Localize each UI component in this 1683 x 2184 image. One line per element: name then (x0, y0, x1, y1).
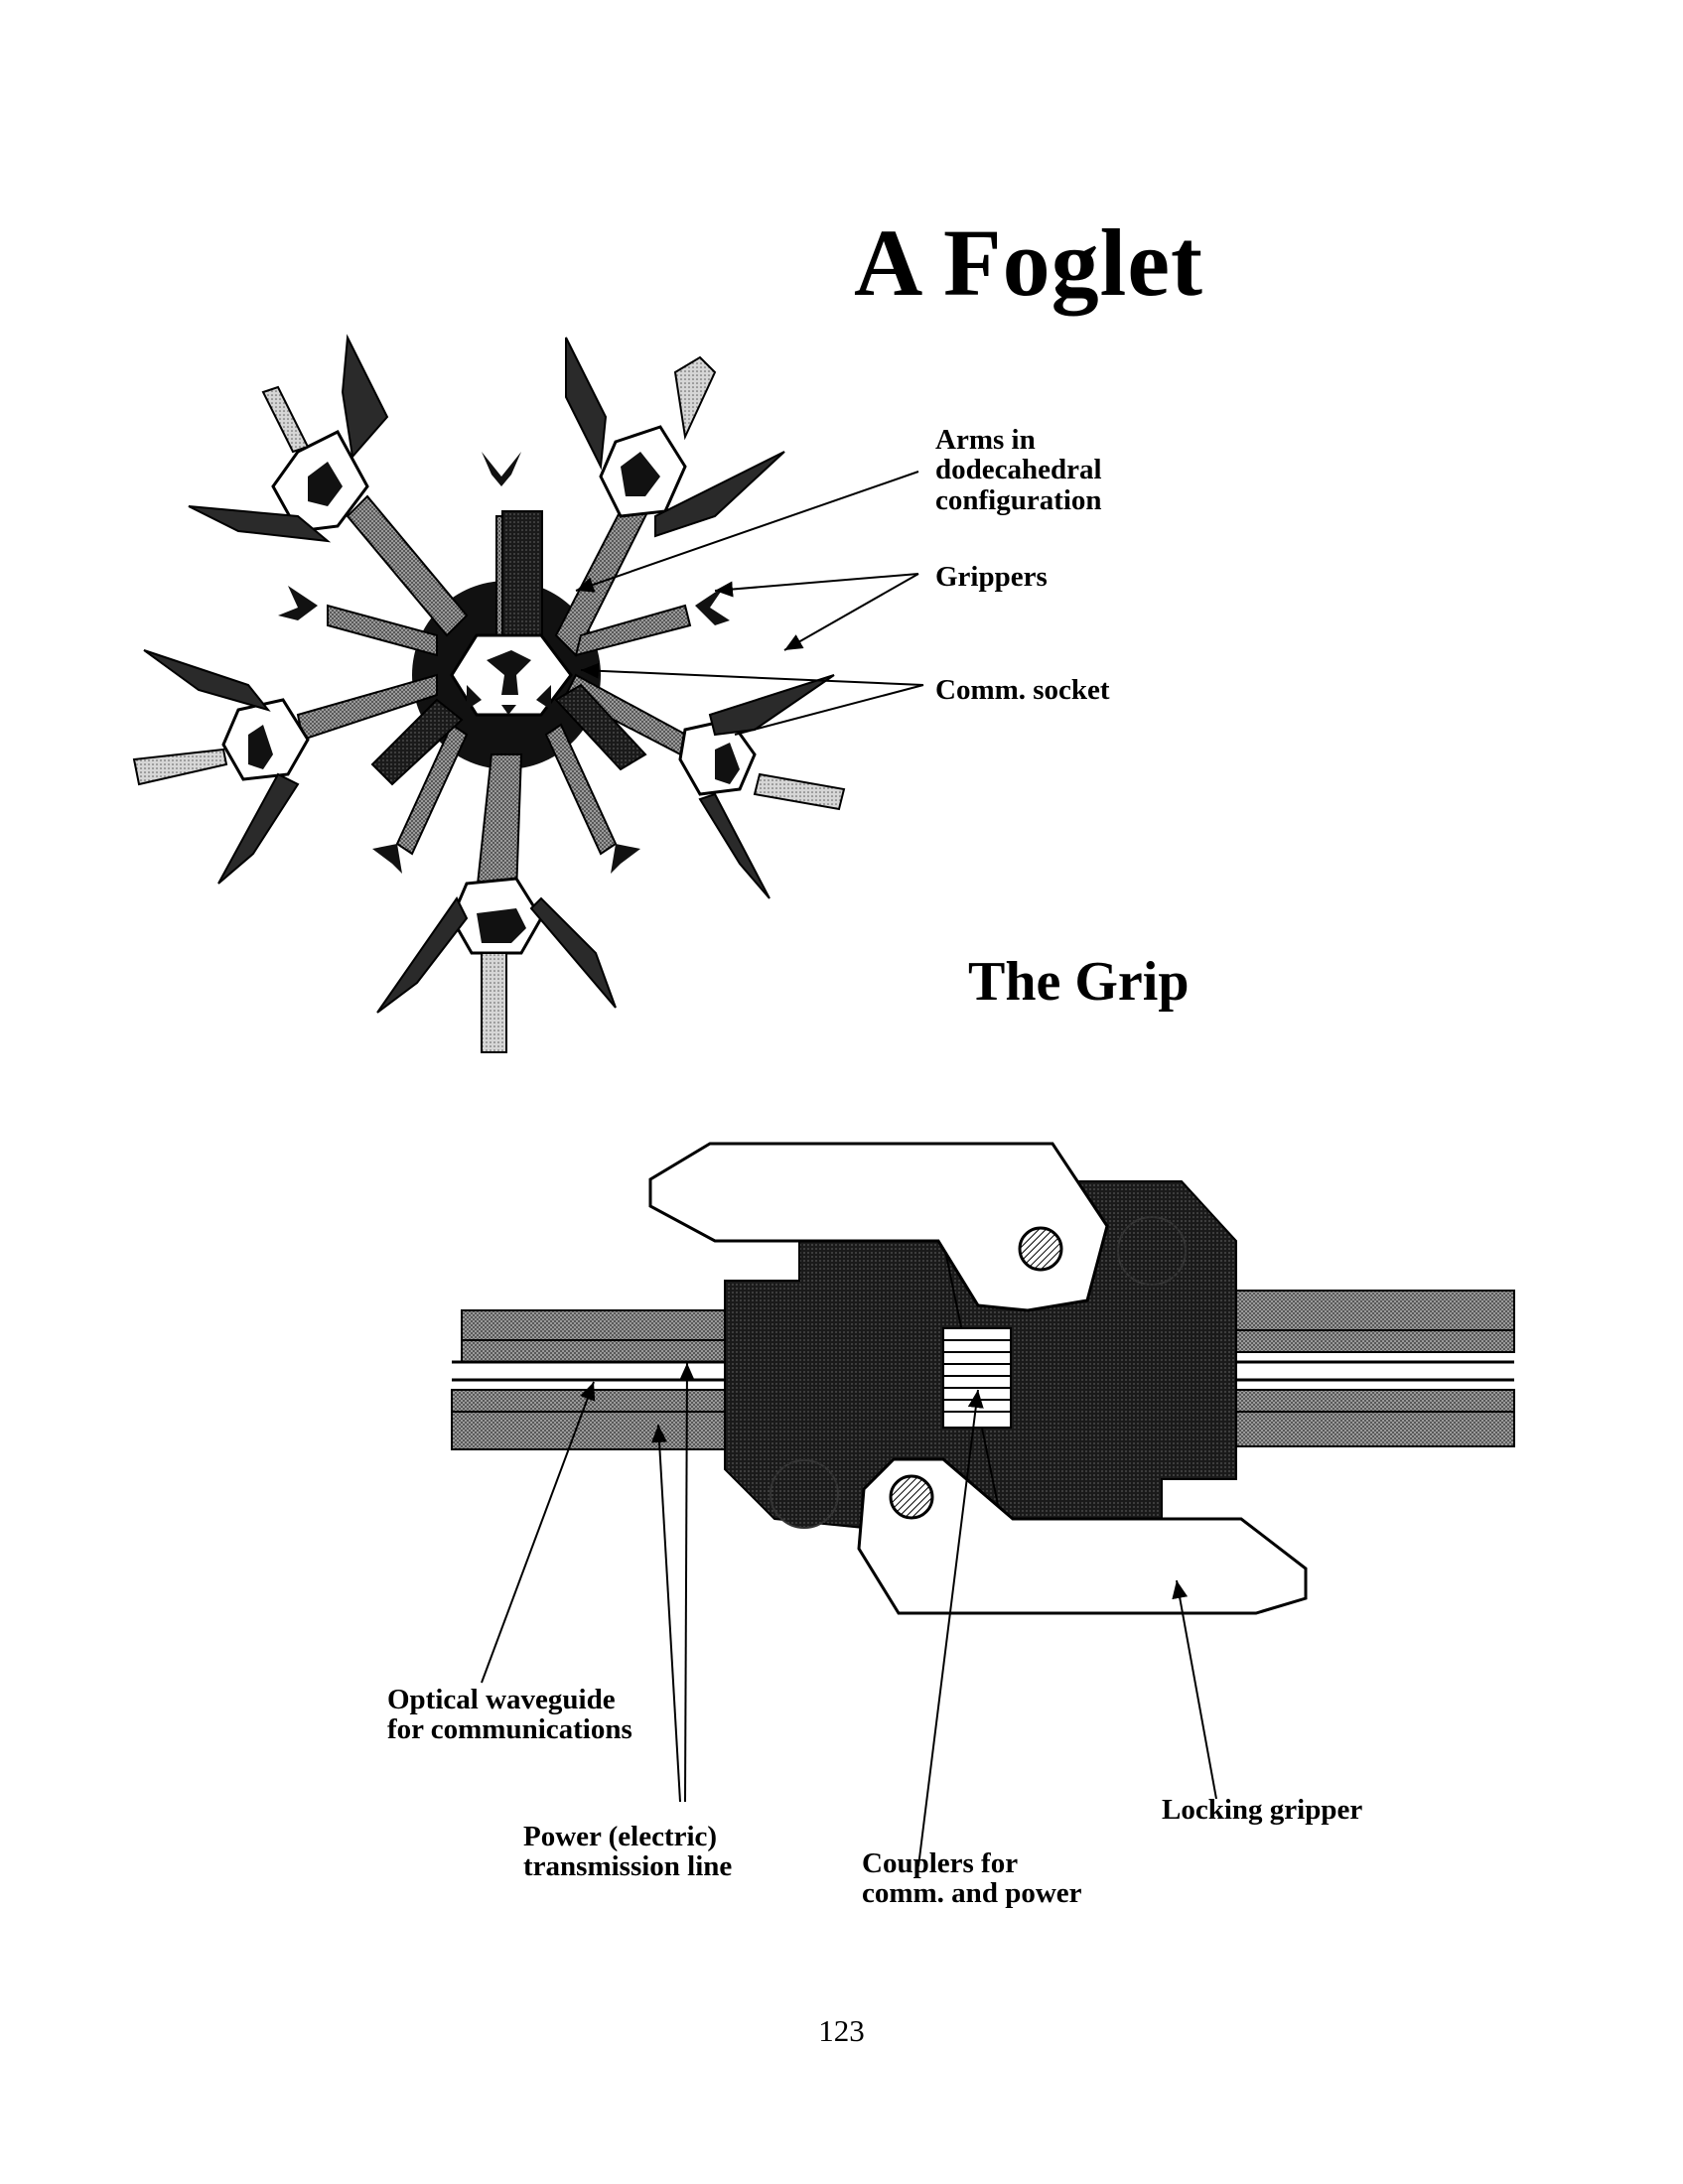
upper-locking-gripper (648, 1142, 1109, 1312)
power-label-line-1: Power (electric) (523, 1821, 718, 1852)
optical-label-line-2: for communications (387, 1713, 632, 1746)
grip-title: The Grip (968, 951, 1190, 1013)
foglet-leader-lines (575, 471, 924, 736)
power-line-label: Power (electric) transmission line (523, 1822, 732, 1882)
grip-illustration (451, 1142, 1515, 1615)
grippers-label: Grippers (935, 561, 1048, 593)
foglet-large-arms (132, 334, 846, 1053)
arms-label: Arms in dodecahedral configuration (935, 424, 1102, 516)
arms-label-line-3: configuration (935, 483, 1102, 516)
lower-locking-gripper (857, 1457, 1308, 1615)
couplers-label-line-1: Couplers for (862, 1847, 1019, 1879)
page-number: 123 (818, 2013, 865, 2048)
left-transmission-line (451, 1309, 751, 1450)
locking-gripper-label: Locking gripper (1162, 1794, 1363, 1826)
foglet-illustration (132, 334, 846, 1053)
arms-label-line-2: dodecahedral (935, 454, 1102, 486)
comm-socket (450, 633, 573, 717)
right-transmission-line (1210, 1290, 1515, 1447)
foglet-small-arms (278, 586, 730, 874)
grip-leader-lines (481, 1362, 1217, 1867)
page-title: A Foglet (854, 209, 1203, 316)
optical-label-line-1: Optical waveguide (387, 1684, 616, 1715)
optical-waveguide-label: Optical waveguide for communications (387, 1685, 632, 1745)
couplers (942, 1327, 1012, 1429)
couplers-label: Couplers for comm. and power (862, 1848, 1082, 1909)
comm-socket-label: Comm. socket (935, 674, 1110, 706)
arms-label-line-1: Arms in (935, 424, 1036, 456)
power-label-line-2: transmission line (523, 1850, 733, 1883)
couplers-label-line-2: comm. and power (862, 1877, 1082, 1910)
